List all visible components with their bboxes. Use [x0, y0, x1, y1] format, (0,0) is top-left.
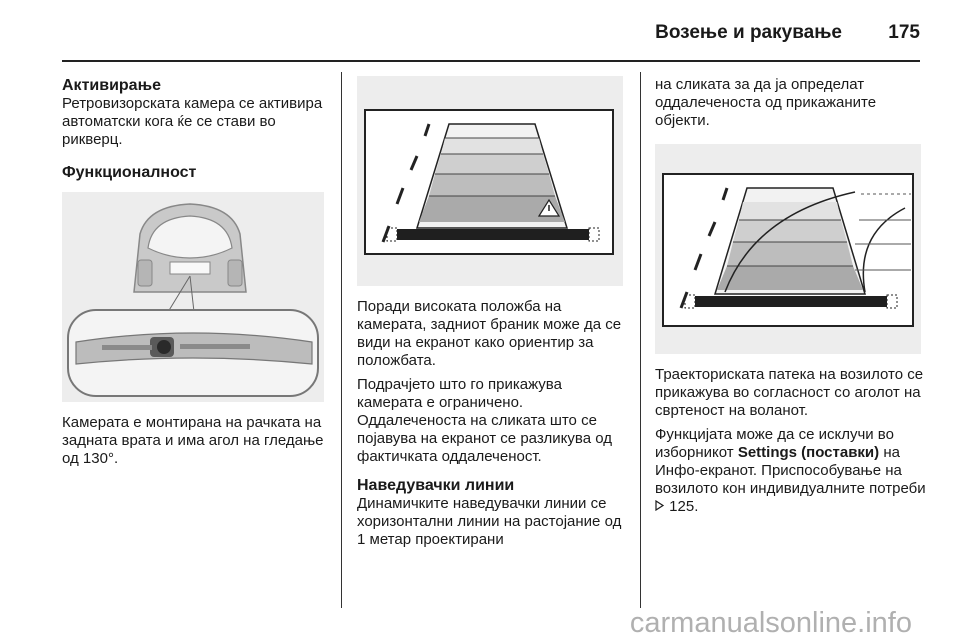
paragraph-activation: Ретровизорската камера се активира автом… — [62, 95, 323, 148]
settings-menu-label: Settings (поставки) — [737, 444, 880, 461]
page-number: 175 — [888, 22, 920, 43]
camera-location-figure — [62, 192, 324, 402]
page-reference-icon — [655, 498, 665, 515]
trajectory-diagram — [655, 144, 921, 354]
trajectory-figure — [655, 144, 921, 354]
paragraph-trajectory: Траекториската патека на возилото се при… — [655, 366, 924, 419]
watermark: carmanualsonline.info — [629, 607, 912, 639]
car-rear-illustration — [62, 192, 324, 402]
column-1: Активирање Ретровизорската камера се акт… — [62, 76, 328, 474]
heading-guidelines: Наведувачки линии — [357, 477, 515, 494]
paragraph-disable-text: Функцијата може да се исклучи во изборни… — [655, 426, 894, 461]
paragraph-height: Поради високата положба на камерата, зад… — [357, 298, 622, 369]
heading-function: Функционалност — [62, 164, 197, 181]
paragraph-disable: Функцијата може да се исклучи во изборни… — [655, 426, 927, 516]
paragraph-disable-text-2: на Инфо-екранот. Приспособување на возил… — [655, 444, 926, 497]
column-2: Поради високата положба на камерата, зад… — [357, 76, 629, 555]
paragraph-guidelines: Динамичките наведувачки линии се хоризон… — [357, 495, 622, 548]
paragraph-mounting: Камерата е монтирана на рачката на задна… — [62, 414, 324, 467]
paragraph-continue: на сликата за да ја определат оддалечено… — [655, 76, 877, 129]
paragraph-limited: Подрачјето што го прикажува камерата е о… — [357, 376, 612, 465]
column-divider — [341, 72, 342, 608]
header-title: Возење и ракување — [655, 22, 842, 43]
column-3: на сликата за да ја определат оддалечено… — [655, 76, 927, 522]
page-reference[interactable]: 125. — [669, 498, 699, 515]
page-header: Возење и ракување 175 — [0, 0, 960, 62]
guidelines-diagram — [357, 76, 623, 286]
header-rule — [62, 60, 920, 62]
heading-activation: Активирање — [62, 77, 161, 94]
guidelines-figure — [357, 76, 623, 286]
column-divider — [640, 72, 641, 608]
